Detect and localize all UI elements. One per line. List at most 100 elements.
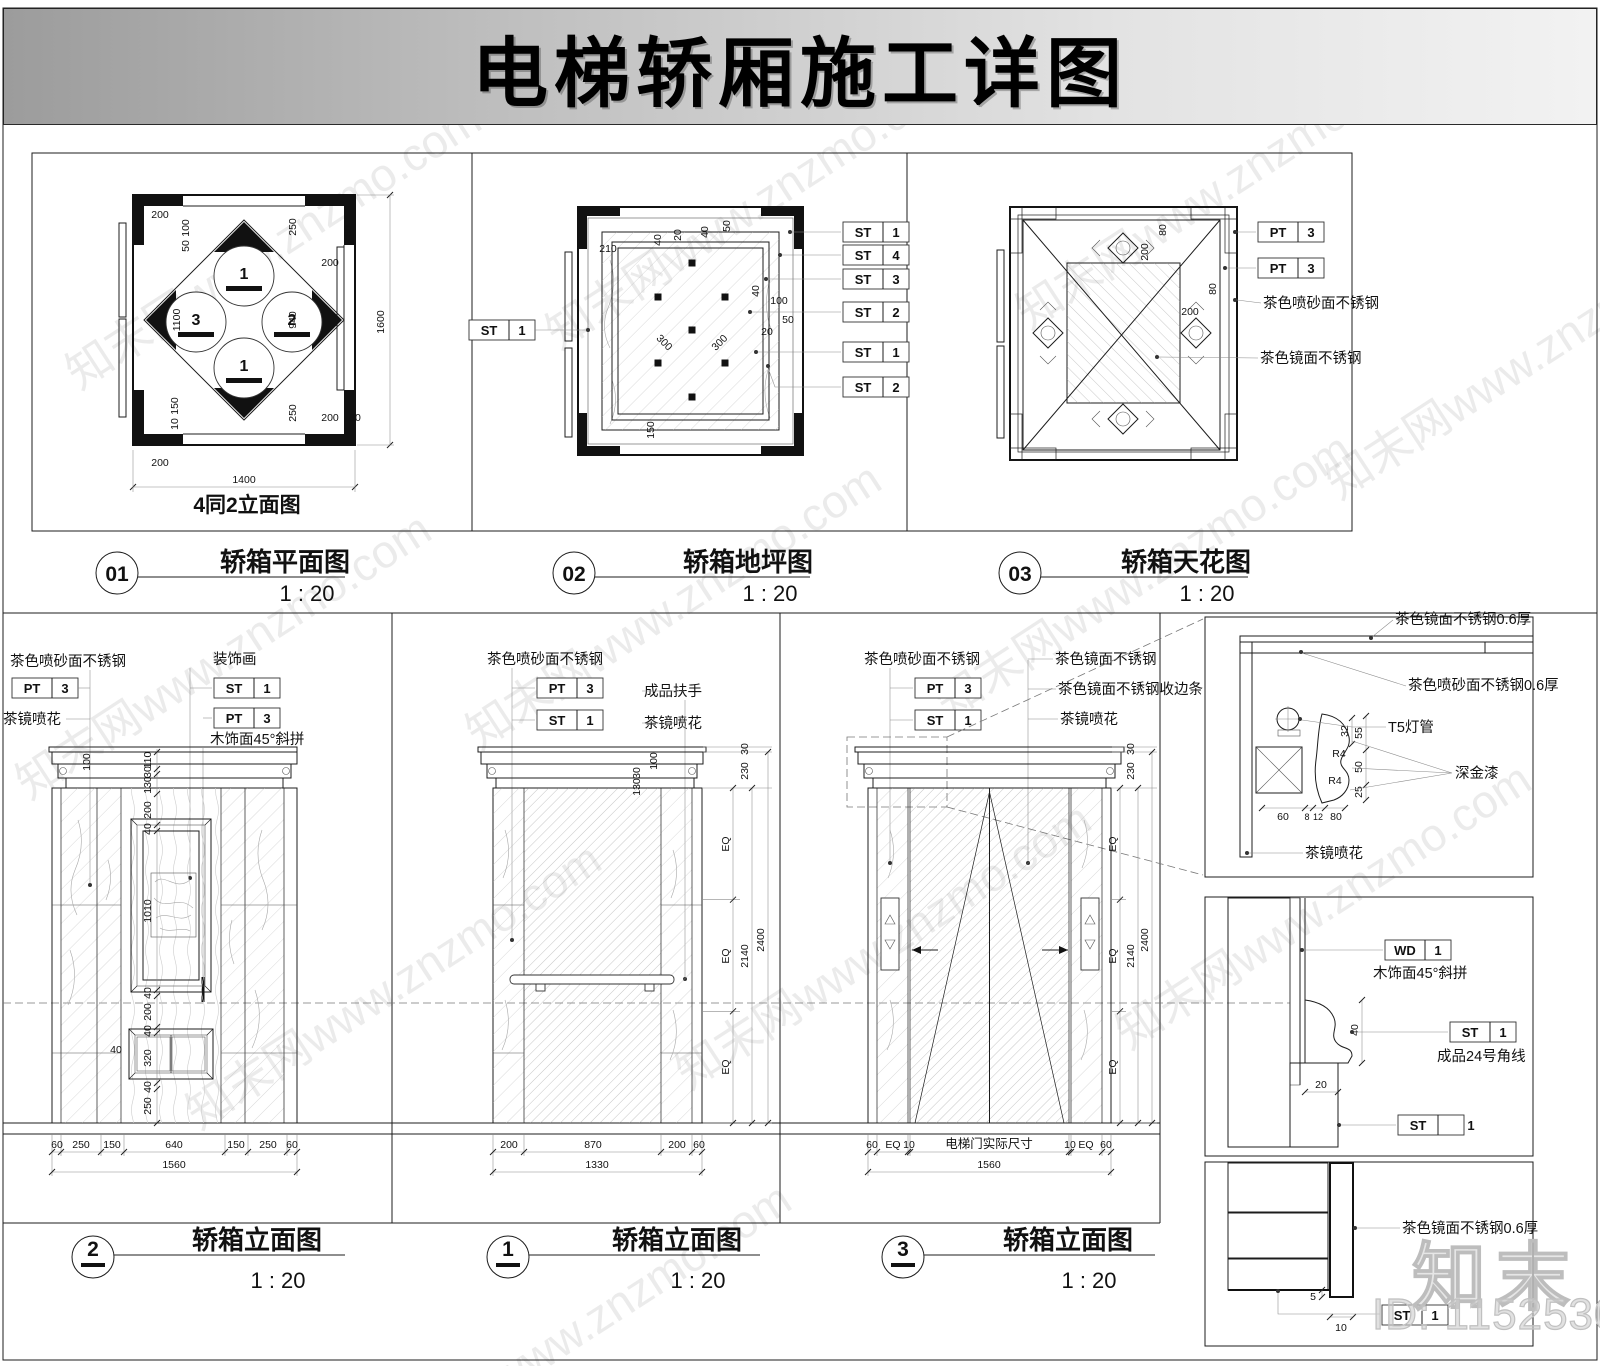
dim-label: 150 xyxy=(103,1139,121,1151)
ceiling-view: 80 200 80 200 PT 3 PT 3 茶色喷砂面不锈钢 茶色镜面不锈钢 xyxy=(996,206,1379,461)
dim-label: 1010 xyxy=(142,899,154,923)
dim-label: 250 xyxy=(287,404,299,422)
svg-text:PT: PT xyxy=(226,711,243,726)
material-tag: ST 1 xyxy=(213,677,281,699)
view-title-e2: 2 轿箱立面图 1 : 20 xyxy=(71,1225,345,1293)
svg-text:3: 3 xyxy=(1307,225,1314,240)
dim-label: 1560 xyxy=(162,1159,186,1171)
dim-label: 8 xyxy=(1304,812,1309,822)
material-tag: PT 3 xyxy=(11,677,79,699)
svg-text:2: 2 xyxy=(892,305,899,320)
dim-label: 1600 xyxy=(375,310,387,334)
svg-text:2: 2 xyxy=(87,1238,99,1261)
material-tag: PT 3 xyxy=(1233,221,1325,243)
svg-text:3: 3 xyxy=(897,1238,909,1261)
view-title-e3: 3 轿箱立面图 1 : 20 xyxy=(881,1225,1155,1293)
svg-text:1: 1 xyxy=(586,713,593,728)
view-title-03: 03 轿箱天花图 1 : 20 xyxy=(998,547,1251,606)
material-label: 成品24号角线 xyxy=(1437,1048,1526,1065)
svg-text:01: 01 xyxy=(105,563,129,586)
material-tag: ST 1 xyxy=(788,221,910,243)
dim-label: 40 xyxy=(142,823,154,835)
svg-text:轿箱地坪图: 轿箱地坪图 xyxy=(683,547,813,577)
dim-label: EQ xyxy=(1107,836,1119,851)
dim-label: 40 xyxy=(1349,1024,1361,1036)
dim-label: 60 xyxy=(349,412,361,424)
svg-text:3: 3 xyxy=(892,272,899,287)
dim-label: 80 xyxy=(1157,224,1169,236)
material-label: 茶色喷砂面不锈钢 xyxy=(487,651,603,668)
material-label: 茶色镜面不锈钢0.6厚 xyxy=(1395,610,1531,628)
dim-label: 40 xyxy=(142,1081,154,1093)
svg-text:3: 3 xyxy=(263,711,270,726)
dim-label: 250 xyxy=(142,1097,154,1115)
material-tag: ST 1 xyxy=(1350,1021,1517,1043)
svg-text:轿箱平面图: 轿箱平面图 xyxy=(220,547,350,577)
dim-label: 870 xyxy=(584,1139,602,1151)
svg-text:3: 3 xyxy=(61,681,68,696)
dim-label: 250 xyxy=(259,1139,277,1151)
dim-label: 50 xyxy=(180,240,192,252)
elevation-1: 茶色喷砂面不锈钢 PT 3 ST 1 成品扶手 茶镜喷花 xyxy=(477,651,772,1176)
dim-label: 50 xyxy=(782,314,794,326)
material-label: 茶镜喷花 xyxy=(3,710,61,728)
dim-label: 60 xyxy=(342,225,354,237)
dim-label: 130 xyxy=(142,776,154,794)
dim-label: EQ xyxy=(720,948,732,963)
dim-label: 200 xyxy=(142,801,154,819)
svg-text:ST: ST xyxy=(1394,1308,1411,1323)
dim-label: 20 xyxy=(1315,1079,1327,1091)
dim-label: 30 xyxy=(1125,743,1137,755)
dim-label: R4 xyxy=(1328,775,1342,787)
dim-label: 200 xyxy=(1181,306,1199,318)
svg-text:PT: PT xyxy=(549,681,566,696)
dim-label: 60 xyxy=(51,1139,63,1151)
svg-text:3: 3 xyxy=(964,681,971,696)
dim-label: 25 xyxy=(1353,786,1365,798)
svg-text:1 : 20: 1 : 20 xyxy=(279,581,334,606)
dim-label: 200 xyxy=(668,1139,686,1151)
svg-text:1: 1 xyxy=(502,1238,514,1261)
svg-text:2: 2 xyxy=(892,380,899,395)
dim-label: 10 xyxy=(169,418,181,430)
dim-label: 40 xyxy=(652,234,664,246)
material-label: 成品扶手 xyxy=(644,683,702,700)
plan-circle-num: 1 xyxy=(240,266,249,283)
material-label: T5灯管 xyxy=(1388,719,1434,736)
material-label: 茶色喷砂面不锈钢 xyxy=(1263,295,1379,312)
svg-text:ST: ST xyxy=(855,305,872,320)
material-tag: ST 1 xyxy=(468,319,590,341)
svg-text:ST: ST xyxy=(226,681,243,696)
svg-text:1 : 20: 1 : 20 xyxy=(742,581,797,606)
dim-label: 10 xyxy=(1335,1322,1347,1334)
dim-label: 1100 xyxy=(171,309,183,332)
dim-label: 20 xyxy=(761,326,773,338)
dim-label: 640 xyxy=(165,1139,183,1151)
dim-label: 230 xyxy=(739,762,751,780)
dim-label: 50 xyxy=(1353,761,1365,773)
material-tag: ST 2 xyxy=(748,301,910,323)
dim-label: 200 xyxy=(321,257,339,269)
dim-label: 1330 xyxy=(585,1159,609,1171)
dim-label: 80 xyxy=(1207,283,1219,295)
material-tag: WD 1 xyxy=(1300,939,1452,961)
dim-label: EQ xyxy=(1107,1059,1119,1074)
dim-label: 5 xyxy=(1310,1291,1316,1303)
svg-text:3: 3 xyxy=(586,681,593,696)
dim-label: 55 xyxy=(1353,727,1365,739)
view-title-e1: 1 轿箱立面图 1 : 20 xyxy=(486,1225,760,1293)
dim-label: 30 xyxy=(631,767,643,779)
material-label: 茶色镜面不锈钢 xyxy=(1260,349,1362,367)
material-tag: ST 2 xyxy=(766,364,910,398)
svg-text:ST: ST xyxy=(549,713,566,728)
svg-text:ST: ST xyxy=(1410,1118,1427,1133)
material-label: 茶镜喷花 xyxy=(1305,844,1363,862)
svg-text:ST: ST xyxy=(855,380,872,395)
plan-sub-label: 4同2立面图 xyxy=(193,493,300,517)
svg-text:ST: ST xyxy=(855,225,872,240)
view-title-02: 02 轿箱地坪图 1 : 20 xyxy=(552,547,813,606)
material-label: 木饰面45°斜拼 xyxy=(1373,965,1467,982)
material-label: 茶镜喷花 xyxy=(1060,710,1118,728)
dim-label: 250 xyxy=(72,1139,90,1151)
